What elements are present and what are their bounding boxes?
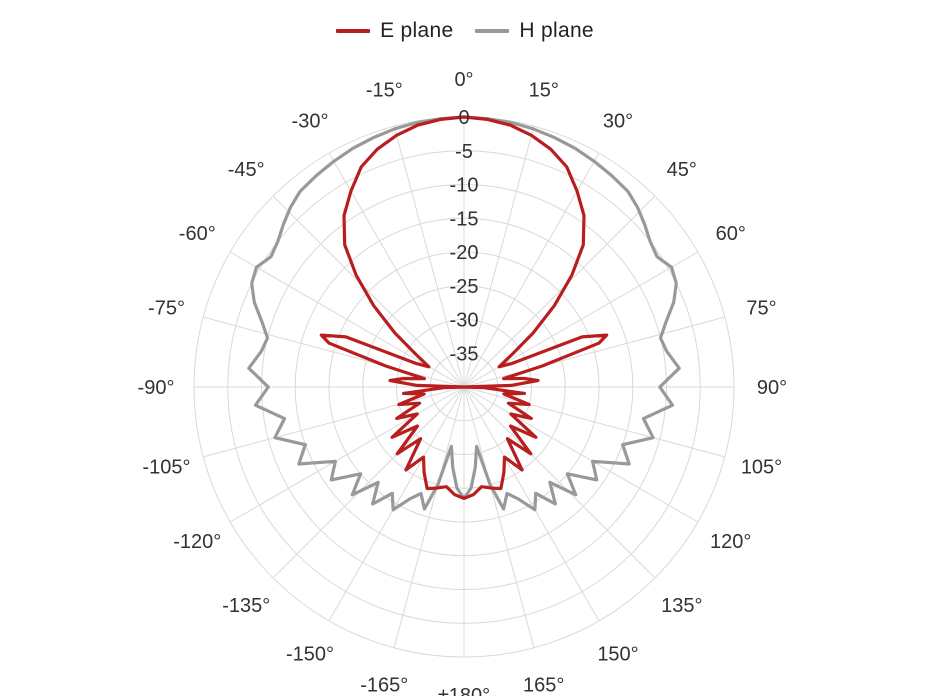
angle-tick-label-180: ±180° [438,685,490,696]
angle-tick-label-105: 105° [741,457,782,479]
angle-tick-label-15: -15° [366,79,403,101]
angle-tick-label-75: -75° [148,297,185,319]
angle-tick-label-45: 45° [667,159,697,181]
angle-tick-label-60: -60° [179,223,216,245]
grid-spoke [463,126,535,388]
angle-tick-label-90: -90° [138,377,175,399]
grid-spoke [463,386,656,579]
legend-swatch-e-plane [336,29,371,33]
legend: E plane H plane [0,18,930,44]
radial-tick-label-30: -30 [450,310,479,332]
grid-spoke [328,386,465,622]
legend-label-e-plane: E plane [380,19,454,42]
angle-tick-label-150: -150° [286,644,334,666]
radial-tick-label-15: -15 [450,208,479,230]
angle-tick-label-30: -30° [292,110,329,132]
grid-spoke [463,316,725,388]
grid-spoke [272,195,465,388]
angle-tick-label-15: 15° [529,79,559,101]
angle-tick-label-165: 165° [523,675,564,696]
grid-spoke [272,386,465,579]
radial-tick-labels: 0 -5 -10 -15 -20 -25 -30 -35 [450,107,479,365]
series-layer [247,115,681,512]
angle-tick-label-135: -135° [222,595,270,617]
angle-tick-label-0: 0° [454,69,473,91]
angle-tick-label-135: 135° [661,595,702,617]
grid-spoke [463,386,600,622]
grid-spoke [463,386,699,523]
angle-tick-labels: 0° 15° 30° 45° 60° 75° 90° 105° 120° 135° 150° 165°… [138,69,788,696]
angle-tick-label-120: 120° [710,531,751,553]
legend-label-h-plane: H plane [519,19,594,42]
angle-tick-label-90: 90° [757,377,787,399]
radial-tick-label-10: -10 [450,175,479,197]
grid-spoke [463,386,535,648]
grid-spoke [393,386,465,648]
grid-spoke [203,386,465,458]
grid-spoke [393,126,465,388]
radial-tick-label-25: -25 [450,276,479,298]
angle-tick-label-45: -45° [228,159,265,181]
angle-tick-label-165: -165° [360,675,408,696]
grid-spoke [463,386,725,458]
angle-tick-label-120: -120° [173,531,221,553]
angle-tick-label-30: 30° [603,110,633,132]
angle-tick-label-60: 60° [716,223,746,245]
series-line-e-plane[interactable] [319,115,609,500]
radial-tick-label-20: -20 [450,242,479,264]
radial-tick-label-0: 0 [458,107,469,129]
legend-swatch-h-plane [475,29,510,33]
grid-spoke [229,386,465,523]
legend-item-h-plane[interactable]: H plane [475,19,594,43]
angle-tick-label-105: -105° [142,457,190,479]
angle-tick-label-150: 150° [597,644,638,666]
grid-spoke [203,316,465,388]
legend-item-e-plane[interactable]: E plane [336,19,453,43]
radial-tick-label-5: -5 [455,141,473,163]
grid-spoke [463,195,656,388]
radial-tick-label-35: -35 [450,343,479,365]
angle-tick-label-75: 75° [746,297,776,319]
